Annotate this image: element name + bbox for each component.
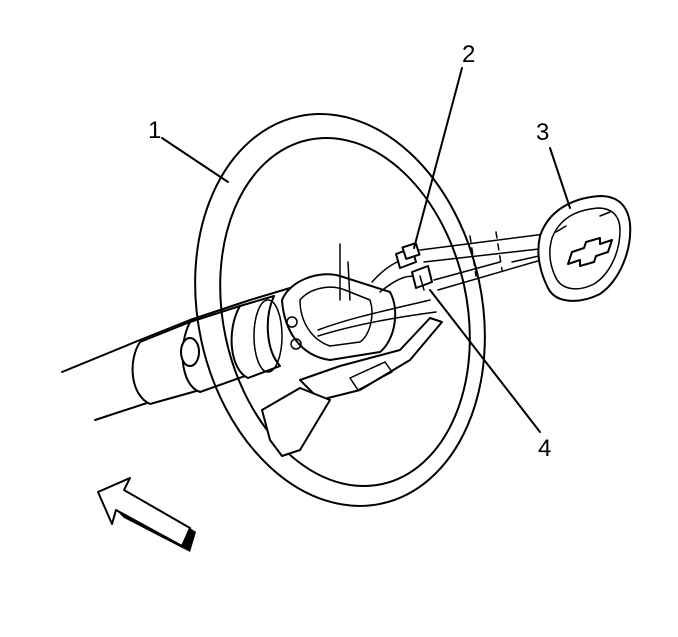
leader-lines [161,67,571,433]
connector-2 [395,242,421,269]
steering-wheel-rim [194,113,486,507]
leader-line-1 [161,137,229,183]
leader-line-2 [413,67,463,249]
horn-pad [537,195,632,302]
steering-column [61,287,291,421]
callout-4: 4 [538,435,551,462]
callout-1: 1 [148,117,161,144]
connector-4 [411,265,433,291]
exploded-view-lines [419,231,549,291]
direction-arrow-icon [97,477,196,552]
callout-3: 3 [536,119,549,146]
leader-line-3 [549,147,571,209]
callout-2: 2 [462,41,475,68]
leader-line-4 [429,289,541,433]
wiring-harness [317,243,437,337]
bowtie-emblem-icon [567,237,613,267]
steering-wheel-hub [261,273,443,457]
